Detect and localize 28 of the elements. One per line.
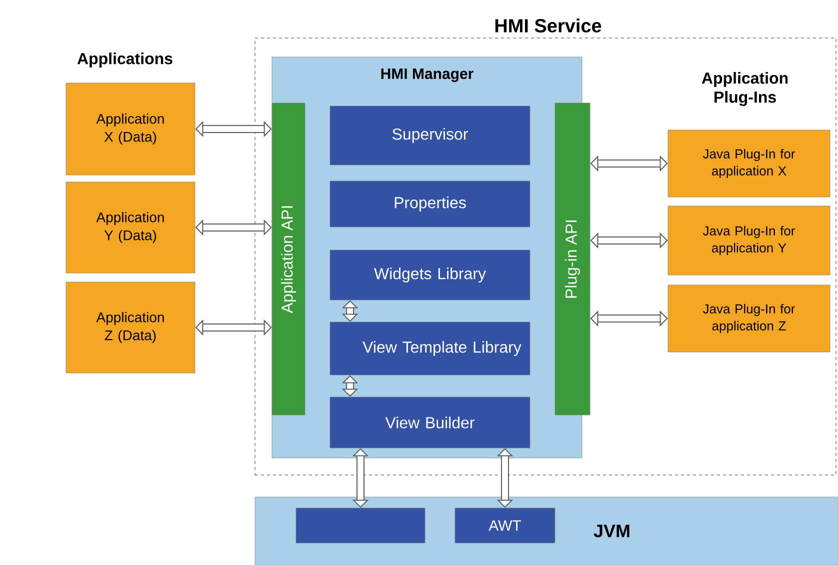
plugin-box: Java Plug-In for application Y xyxy=(668,206,830,276)
double-arrow xyxy=(590,155,668,172)
api-bar: Plug-in API xyxy=(554,102,590,416)
double-arrow xyxy=(352,448,369,508)
module-box: Supervisor xyxy=(330,106,530,166)
module-box: Widgets Library xyxy=(330,250,530,300)
application-box: Application Y (Data) xyxy=(66,182,196,274)
double-arrow xyxy=(590,232,668,249)
plugin-box: Java Plug-In for application X xyxy=(668,130,830,198)
plugin-box: Java Plug-In for application Z xyxy=(668,284,830,352)
module-box: View Template Library xyxy=(330,322,530,376)
column-heading: Application Plug-Ins xyxy=(702,72,788,106)
double-arrow xyxy=(342,375,358,397)
api-bar: Application API xyxy=(272,102,306,416)
double-arrow xyxy=(195,319,272,336)
module-box: View Builder xyxy=(330,396,530,448)
application-box: Application Z (Data) xyxy=(66,282,196,374)
double-arrow xyxy=(342,300,358,322)
column-heading: Applications xyxy=(77,52,172,68)
library-box xyxy=(296,508,426,544)
double-arrow xyxy=(496,448,514,508)
library-box: AWT xyxy=(454,508,556,544)
application-box: Application X (Data) xyxy=(66,82,196,176)
module-box: Properties xyxy=(330,180,530,228)
node-label: HMI Service xyxy=(495,18,602,32)
double-arrow xyxy=(195,219,272,236)
double-arrow xyxy=(195,120,272,138)
double-arrow xyxy=(590,310,668,327)
